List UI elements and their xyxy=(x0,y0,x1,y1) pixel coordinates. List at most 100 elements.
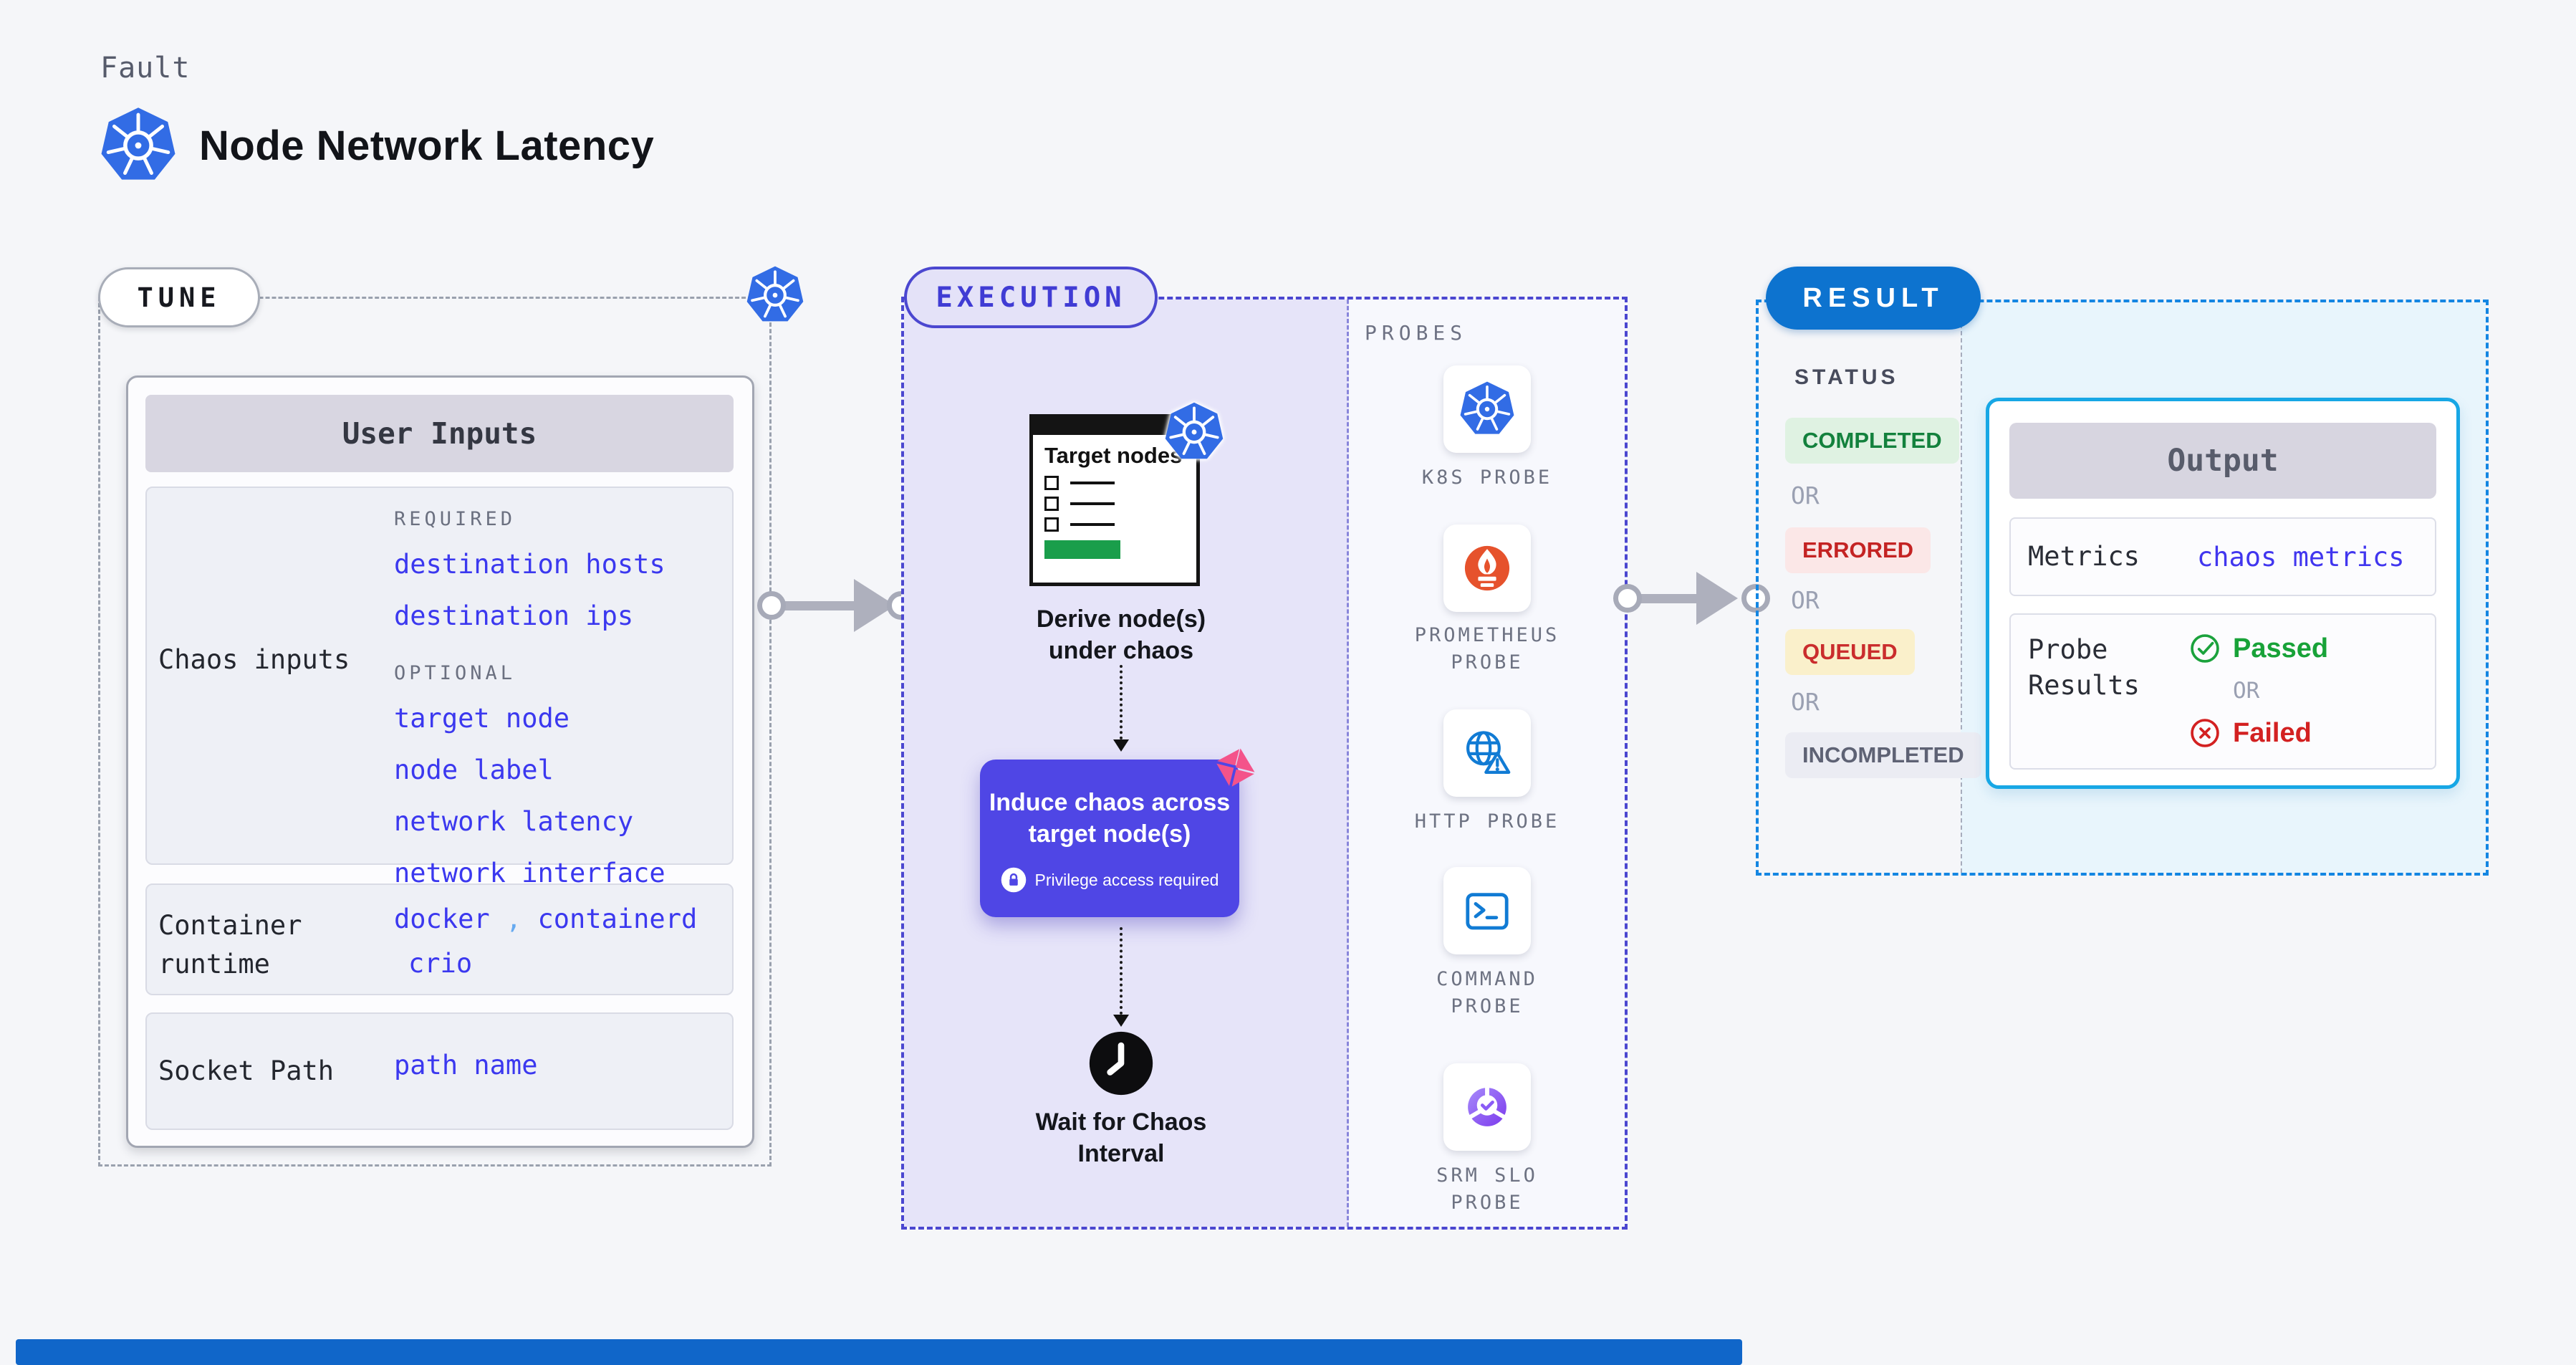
privilege-label: Privilege access required xyxy=(1034,870,1219,889)
socket-path-label: Socket Path xyxy=(158,1055,335,1086)
connector-dot xyxy=(757,591,786,620)
status-badge-completed: COMPLETED xyxy=(1785,418,1959,464)
checkbox-icon xyxy=(1044,517,1059,532)
or-separator: OR xyxy=(1791,586,1820,614)
kubernetes-icon xyxy=(99,106,178,185)
input-link-network-interface[interactable]: network interface xyxy=(394,858,665,889)
kubernetes-icon xyxy=(1163,401,1225,463)
runtime-link-crio[interactable]: crio xyxy=(408,948,473,979)
input-link-node-label[interactable]: node label xyxy=(394,755,554,785)
probe-label: PROMETHEUS PROBE xyxy=(1414,624,1560,674)
induce-chaos-card: Induce chaos across target node(s) Privi… xyxy=(980,760,1239,917)
probe-label: SRM SLO PROBE xyxy=(1436,1164,1538,1214)
arrow-down-icon xyxy=(1113,739,1129,752)
fault-kicker: Fault xyxy=(100,52,191,85)
arrow-execution-to-result xyxy=(1633,594,1705,603)
passed-label: Passed xyxy=(2233,633,2329,664)
user-inputs-panel: User Inputs Chaos inputs REQUIRED destin… xyxy=(126,375,754,1148)
clock-icon xyxy=(1087,1029,1155,1098)
status-badge-errored: ERRORED xyxy=(1785,527,1931,573)
target-nodes-title: Target nodes xyxy=(1044,443,1183,468)
node-line xyxy=(1070,522,1115,526)
node-line xyxy=(1070,502,1115,505)
node-checkbox-row xyxy=(1044,517,1196,532)
status-badge-queued: QUEUED xyxy=(1785,629,1915,675)
result-badge: RESULT xyxy=(1766,267,1981,330)
metrics-value-link[interactable]: chaos metrics xyxy=(2196,541,2405,573)
prometheus-probe-card xyxy=(1443,525,1531,612)
required-heading: REQUIRED xyxy=(394,508,516,530)
checkbox-icon xyxy=(1044,496,1059,511)
probe-label: K8S PROBE xyxy=(1421,466,1553,489)
tune-badge: TUNE xyxy=(98,267,260,327)
input-link-network-latency[interactable]: network latency xyxy=(394,806,634,837)
metrics-label: Metrics xyxy=(2028,541,2140,573)
or-separator: OR xyxy=(1791,688,1820,716)
chaos-inputs-section: Chaos inputs REQUIRED destination hosts … xyxy=(145,487,734,889)
page-header: Node Network Latency xyxy=(99,106,654,185)
kubernetes-icon xyxy=(1458,380,1516,438)
srm-slo-probe-card xyxy=(1443,1063,1531,1151)
probe-results-values: Passed OR Failed xyxy=(2188,632,2328,751)
socket-path-section: Socket Path path name xyxy=(145,1012,734,1130)
lock-icon xyxy=(1001,867,1027,893)
input-link-target-node[interactable]: target node xyxy=(394,703,570,734)
arrow-down-icon xyxy=(1113,1015,1129,1027)
socket-path-link[interactable]: path name xyxy=(394,1050,538,1081)
container-runtime-section: Container runtime docker , containerd cr… xyxy=(145,883,734,995)
or-separator: OR xyxy=(2233,678,2260,704)
passed-item: Passed xyxy=(2188,632,2328,665)
failed-label: Failed xyxy=(2233,717,2312,748)
terminal-icon xyxy=(1458,882,1516,939)
srm-slo-donut-icon xyxy=(1457,1077,1517,1137)
flow-connector xyxy=(1120,665,1123,739)
arrow-tune-to-execution xyxy=(777,601,865,610)
kubernetes-icon xyxy=(745,265,805,325)
command-probe-card xyxy=(1443,867,1531,954)
execution-badge: EXECUTION xyxy=(904,267,1158,328)
chaos-inputs-values: REQUIRED destination hosts destination i… xyxy=(394,508,665,909)
page-title: Node Network Latency xyxy=(199,122,655,169)
tune-section xyxy=(98,297,772,1167)
connector-dot xyxy=(1613,584,1642,613)
optional-heading: OPTIONAL xyxy=(394,662,516,684)
derive-step-label: Derive node(s) under chaos xyxy=(1036,605,1206,665)
probe-label: COMMAND PROBE xyxy=(1436,968,1538,1017)
failed-item: Failed xyxy=(2188,717,2328,749)
output-title: Output xyxy=(2009,423,2436,499)
probe-results-label: Probe Results xyxy=(2028,634,2140,701)
check-circle-icon xyxy=(2188,632,2221,665)
footer-accent-bar xyxy=(16,1339,1742,1365)
metrics-row: Metrics chaos metrics xyxy=(2009,517,2436,596)
induce-chaos-label: Induce chaos across target node(s) xyxy=(989,789,1231,848)
runtime-link-docker[interactable]: docker xyxy=(394,904,490,934)
input-link-destination-ips[interactable]: destination ips xyxy=(394,600,634,631)
runtime-link-containerd[interactable]: containerd xyxy=(537,904,698,934)
chaos-inputs-label: Chaos inputs xyxy=(158,644,350,675)
chaos-pinwheel-icon xyxy=(1213,745,1258,790)
output-card: Output Metrics chaos metrics Probe Resul… xyxy=(1986,398,2460,789)
arrow-head xyxy=(1696,572,1738,625)
or-separator: OR xyxy=(1791,482,1820,509)
prometheus-icon xyxy=(1457,538,1517,598)
probes-heading: PROBES xyxy=(1365,321,1468,345)
status-badge-incompleted: INCOMPLETED xyxy=(1785,732,1981,778)
wait-step-label: Wait for Chaos Interval xyxy=(1035,1108,1207,1168)
x-circle-icon xyxy=(2188,717,2221,749)
node-checkbox-row xyxy=(1044,496,1196,511)
status-heading: STATUS xyxy=(1794,365,1899,389)
input-link-destination-hosts[interactable]: destination hosts xyxy=(394,549,665,580)
container-runtime-label: Container runtime xyxy=(158,910,302,980)
probe-label: HTTP PROBE xyxy=(1414,810,1560,833)
k8s-probe-card xyxy=(1443,365,1531,453)
probe-results-row: Probe Results Passed OR Failed xyxy=(2009,613,2436,770)
privilege-note: Privilege access required xyxy=(980,867,1239,893)
green-action-bar xyxy=(1044,540,1120,559)
http-probe-card xyxy=(1443,709,1531,797)
node-line xyxy=(1070,481,1115,484)
container-runtime-values: docker , containerd xyxy=(394,904,697,934)
http-globe-warning-icon xyxy=(1457,723,1517,783)
flow-connector xyxy=(1120,927,1123,1015)
user-inputs-title: User Inputs xyxy=(145,395,734,472)
